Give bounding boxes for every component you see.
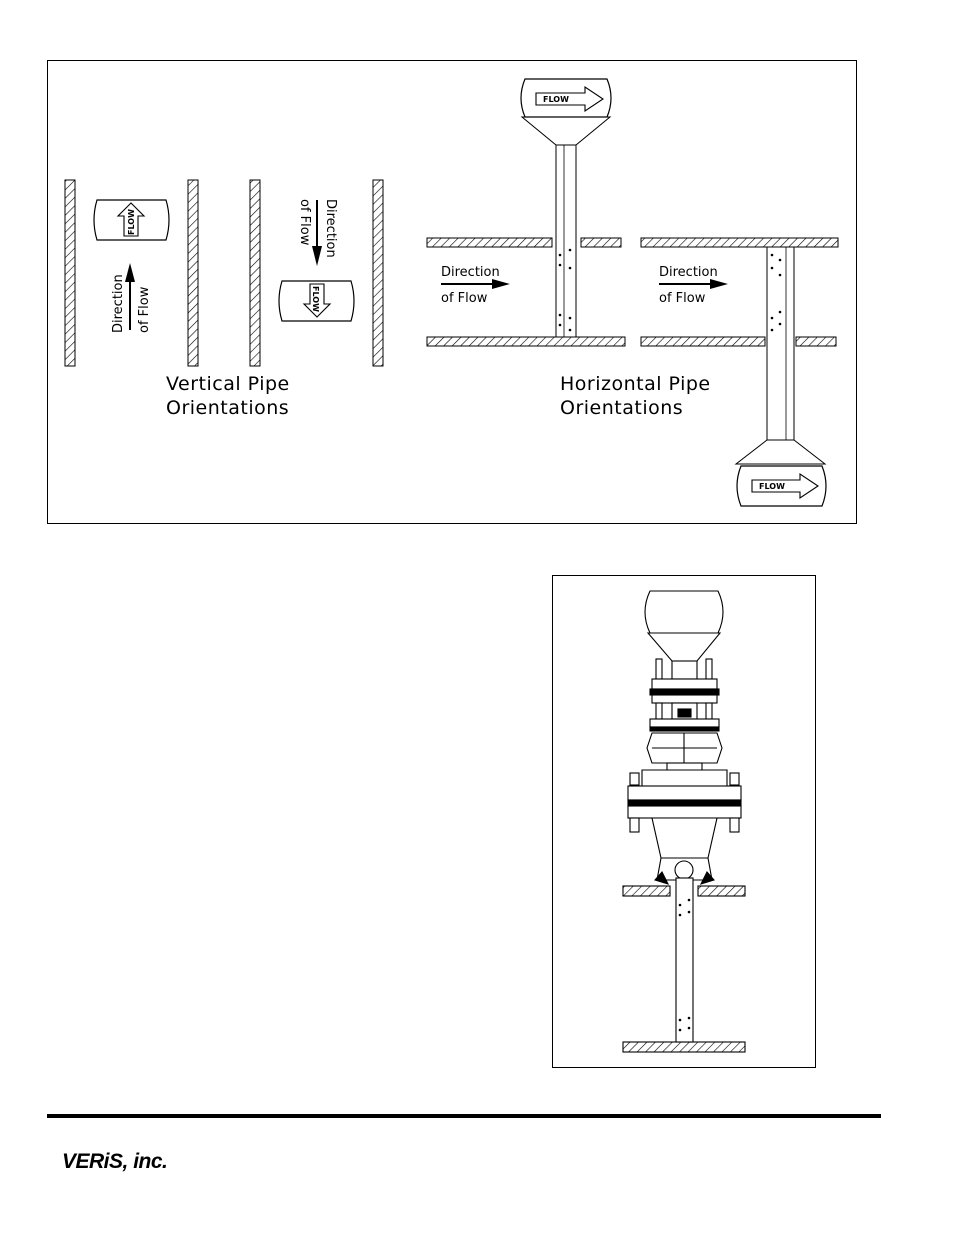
footer-rule [47, 1114, 881, 1118]
assembly-drawing [623, 591, 745, 1052]
company-logo: VERiS, inc. [62, 1150, 167, 1174]
